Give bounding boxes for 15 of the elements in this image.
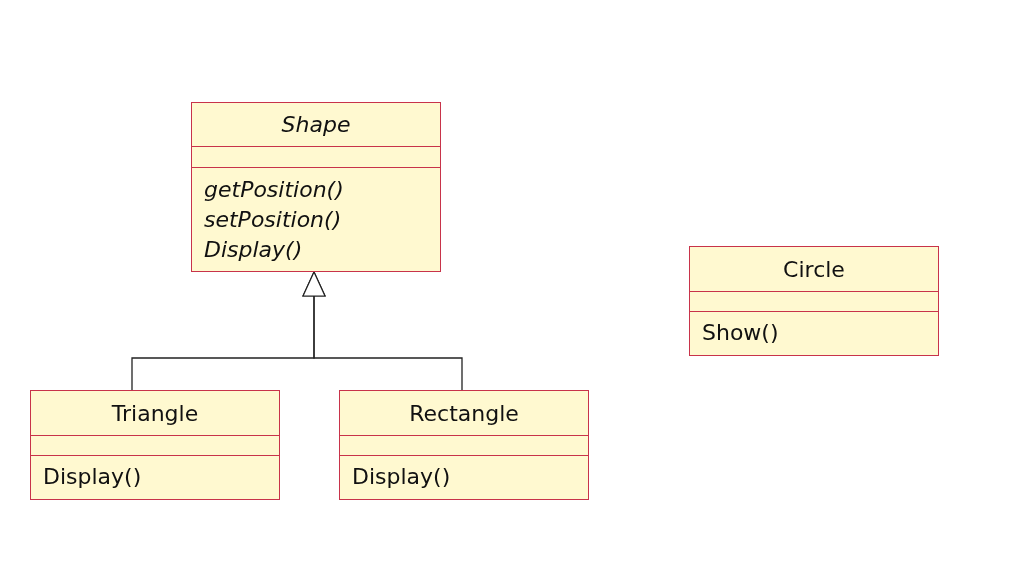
method-text: Display()	[43, 463, 143, 492]
class-name: Triangle	[111, 399, 199, 428]
class-box	[30, 390, 280, 500]
class-box	[191, 102, 441, 272]
class-name: Shape	[281, 111, 351, 140]
class-box	[689, 246, 939, 356]
method-text: setPosition()	[204, 205, 343, 234]
method-text: Show()	[702, 319, 780, 348]
method-text: Display()	[204, 235, 304, 264]
inheritance-arrow	[302, 271, 463, 391]
method-text: getPosition()	[204, 175, 345, 204]
class-name: Circle	[783, 255, 845, 284]
class-name: Rectangle	[409, 399, 519, 428]
method-text: Display()	[352, 463, 452, 492]
class-box	[339, 390, 589, 500]
